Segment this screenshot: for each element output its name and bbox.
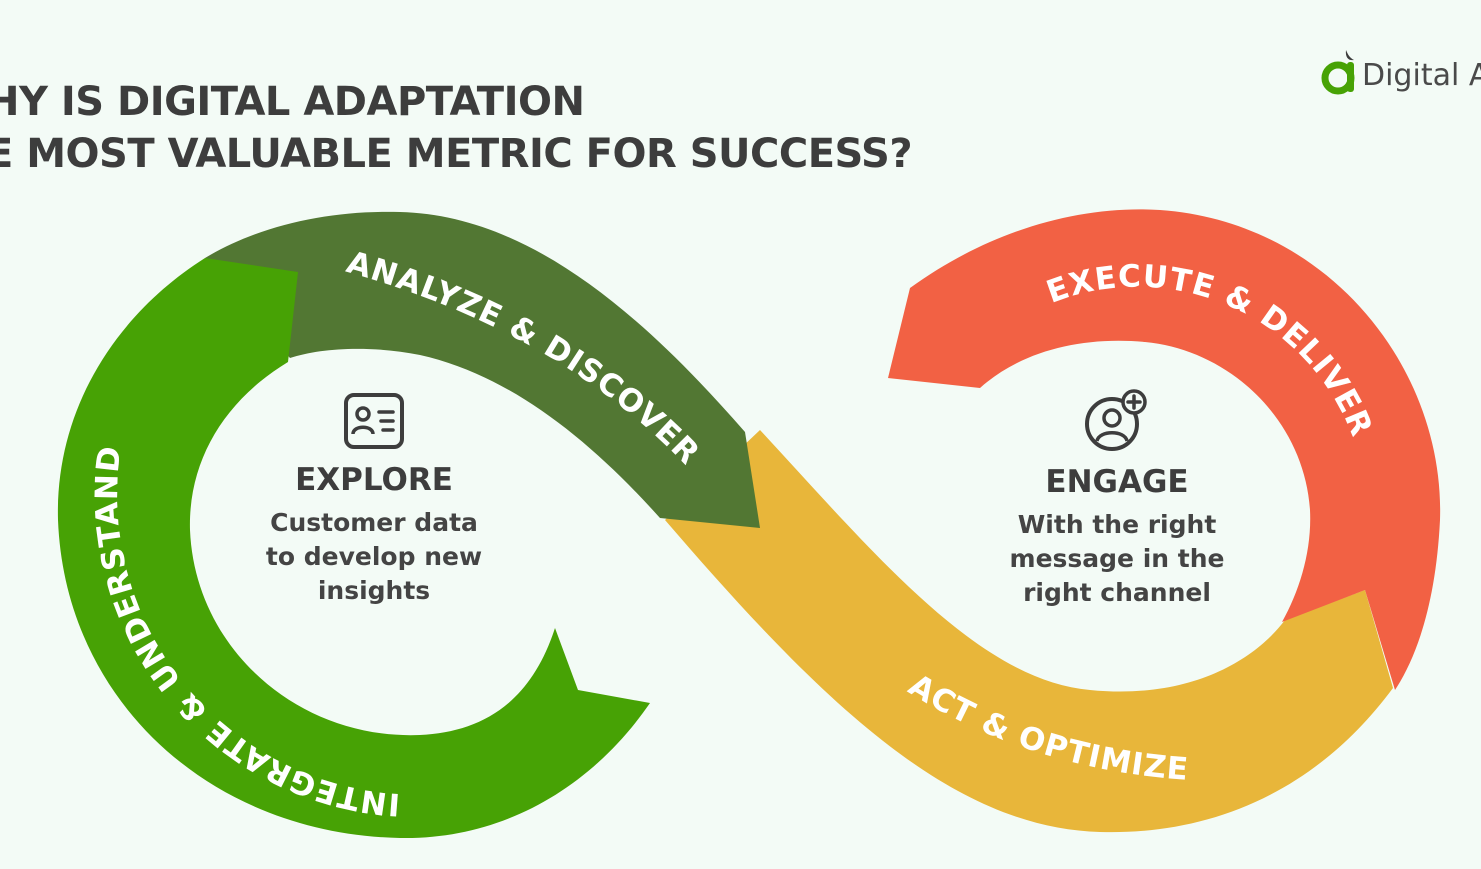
page-title: HY IS DIGITAL ADAPTATION E MOST VALUABLE…	[0, 76, 913, 180]
leaf-a-logo-icon	[1321, 50, 1355, 95]
page-title-line-2: E MOST VALUABLE METRIC FOR SUCCESS?	[0, 131, 913, 177]
explore-line-1: Customer data	[270, 508, 478, 537]
engage-line-1: With the right	[1017, 510, 1217, 539]
explore-description: Customer data to develop new insights	[244, 506, 504, 608]
band-act-optimize	[665, 430, 1393, 833]
explore-heading: EXPLORE	[295, 462, 453, 498]
contact-card-icon	[344, 393, 404, 449]
band-integrate-understand	[57, 258, 651, 839]
user-add-icon	[1085, 389, 1147, 451]
brand-name: Digital A	[1362, 58, 1481, 93]
page-title-line-1: HY IS DIGITAL ADAPTATION	[0, 79, 585, 125]
band-execute-deliver	[888, 209, 1441, 690]
band-analyze-discover	[205, 211, 760, 528]
engage-heading: ENGAGE	[1045, 464, 1189, 500]
engage-line-2: message in the	[1009, 544, 1225, 573]
explore-panel: EXPLORE Customer data to develop new ins…	[244, 392, 504, 608]
engage-panel: ENGAGE With the right message in the rig…	[982, 388, 1252, 610]
explore-line-2: to develop new	[265, 542, 483, 571]
engage-line-3: right channel	[1023, 578, 1211, 607]
engage-description: With the right message in the right chan…	[982, 508, 1252, 610]
explore-line-3: insights	[317, 576, 431, 605]
